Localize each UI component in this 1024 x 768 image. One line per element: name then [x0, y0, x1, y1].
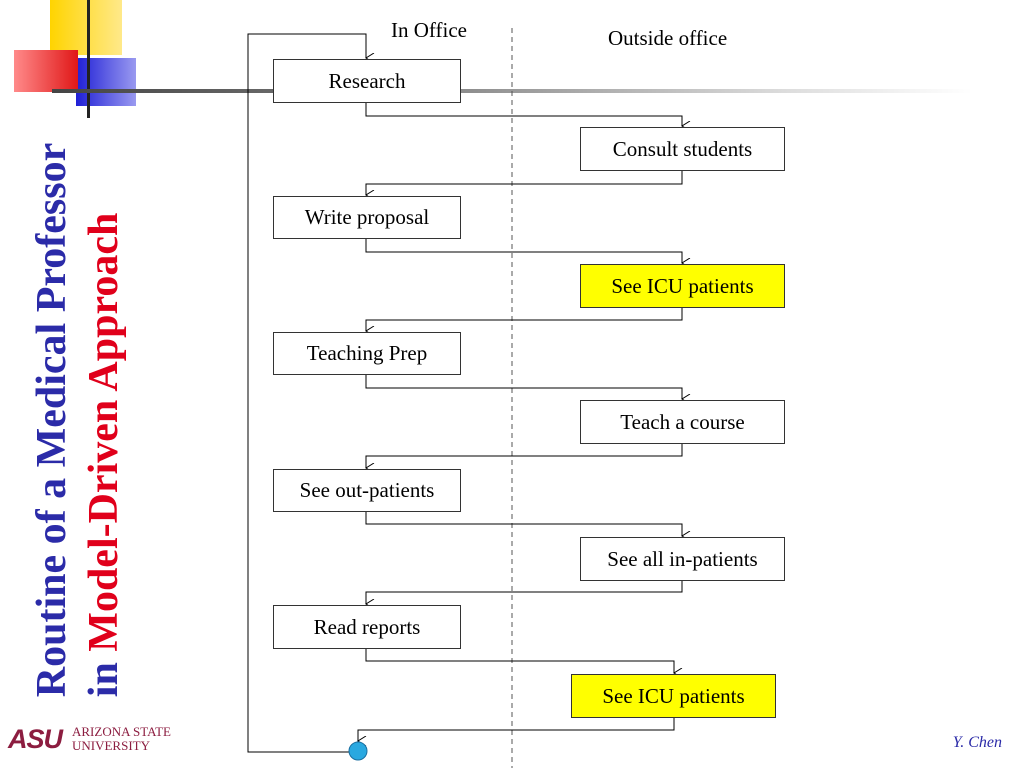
connector-inpatients-to-reports: [366, 581, 683, 604]
asu-logo: ASU Arizona State University: [8, 724, 188, 754]
node-see-out-patients: See out-patients: [273, 469, 461, 512]
asu-logo-name: Arizona State University: [72, 725, 171, 753]
node-see-icu-patients: See ICU patients: [580, 264, 785, 308]
connector-teach-to-outpatients: [366, 444, 683, 468]
connector-outpatients-to-inpatients: [365, 512, 682, 536]
asu-logo-mark: ASU: [8, 724, 63, 754]
lane-label-outside-office: Outside office: [608, 26, 728, 50]
decor-red-square: [14, 50, 78, 92]
asu-name-line1: Arizona State: [72, 724, 171, 739]
connector-research-to-consult: [365, 103, 682, 126]
node-teaching-prep: Teaching Prep: [273, 332, 461, 375]
node-see-all-in-patients: See all in-patients: [580, 537, 785, 581]
node-see-icu-patients-2: See ICU patients: [571, 674, 776, 718]
loop-back-connector: [247, 33, 366, 753]
decor-blue-square: [76, 58, 136, 106]
node-write-proposal: Write proposal: [273, 196, 461, 239]
decor-yellow-square: [50, 0, 122, 55]
node-teach-a-course: Teach a course: [580, 400, 785, 444]
end-node-circle: [348, 741, 368, 761]
lane-label-in-office: In Office: [391, 18, 467, 42]
node-read-reports: Read reports: [273, 605, 461, 649]
connector-icu-to-end: [358, 718, 675, 741]
connector-proposal-to-icu: [365, 239, 682, 263]
node-research: Research: [273, 59, 461, 103]
connector-consult-to-proposal: [366, 171, 683, 195]
connector-teachprep-to-teach: [365, 375, 682, 399]
node-consult-students: Consult students: [580, 127, 785, 171]
author-credit: Y. Chen: [952, 734, 1002, 751]
asu-name-line2: University: [72, 738, 150, 753]
connector-reports-to-icu: [365, 649, 674, 673]
decor-vertical-line: [87, 0, 90, 118]
connector-icu-to-teachprep: [366, 308, 683, 331]
